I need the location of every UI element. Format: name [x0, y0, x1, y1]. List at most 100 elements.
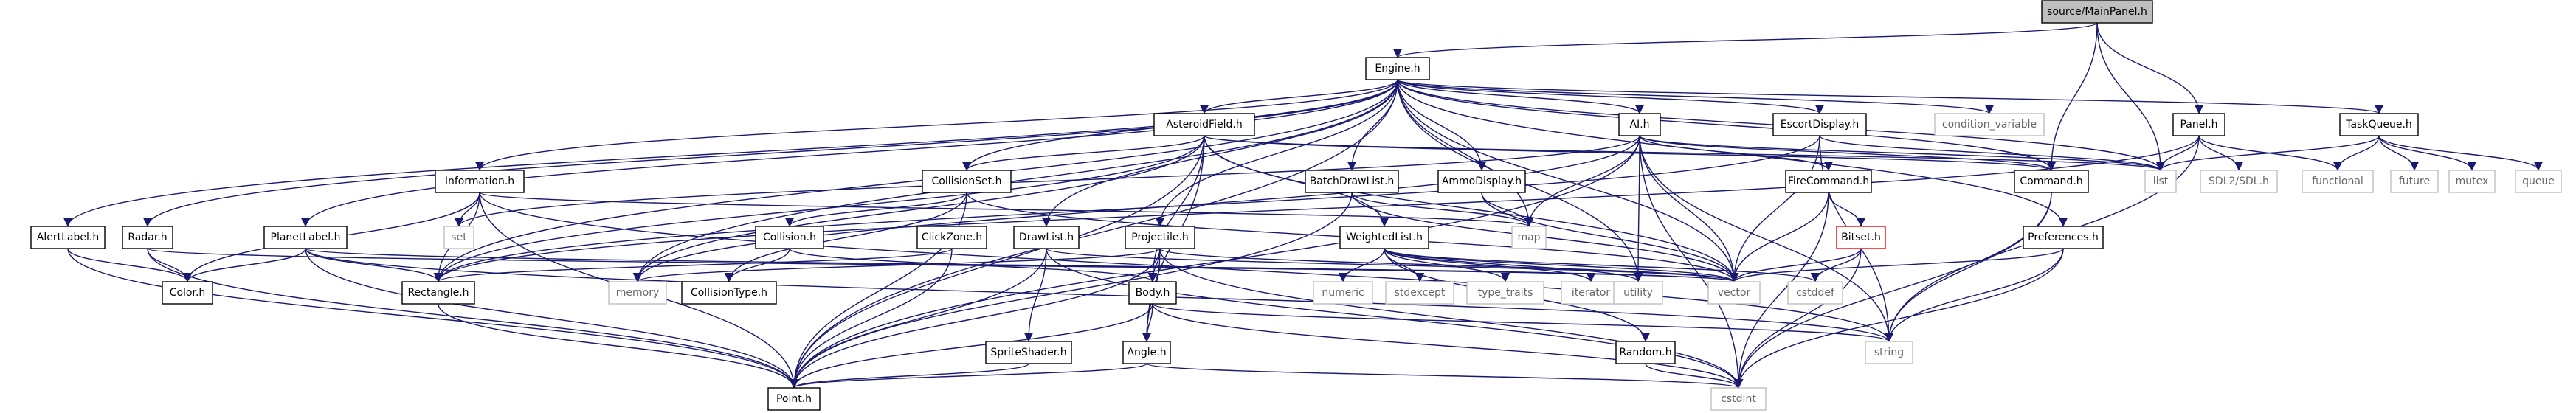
edge-projectile-to-memory	[633, 248, 1161, 282]
edge-taskqueue-to-mutex	[2378, 135, 2477, 171]
node-label: cstddef	[1796, 287, 1835, 299]
node-label: Collision.h	[763, 232, 816, 243]
node-preferences-h[interactable]: Preferences.h	[2023, 226, 2104, 249]
node-label: list	[2153, 176, 2169, 187]
edge-engine-to-memory	[632, 79, 1398, 282]
node-box	[1313, 281, 1373, 305]
edge-engine-to-drawlist	[1041, 79, 1398, 227]
edge-ai-to-vector	[1639, 135, 1739, 282]
node-box	[1128, 281, 1177, 305]
node-box	[985, 341, 1072, 364]
node-drawlist-h[interactable]: DrawList.h	[1013, 226, 1080, 249]
node-label: DrawList.h	[1019, 232, 1074, 243]
node-box	[1785, 170, 1872, 193]
node-box	[1615, 341, 1676, 364]
edge-firecommand-to-cstdint	[1733, 192, 1829, 389]
edge-body-to-cstdint	[1152, 303, 1744, 389]
node-command-h[interactable]: Command.h	[2014, 170, 2089, 193]
node-planetlabel-h[interactable]: PlanetLabel.h	[263, 226, 348, 249]
node-point-h[interactable]: Point.h	[767, 387, 821, 411]
node-ammodisplay-h[interactable]: AmmoDisplay.h	[1437, 170, 1526, 193]
edge-engine-to-asteroidfield	[1199, 79, 1398, 114]
edge-information-to-set	[454, 192, 480, 227]
node-box	[162, 281, 213, 305]
edge-asteroidfield-to-rectangle	[433, 135, 1205, 282]
node-collisiontype-h[interactable]: CollisionType.h	[681, 281, 777, 305]
node-clickzone-h[interactable]: ClickZone.h	[916, 226, 987, 249]
node-ai-h[interactable]: AI.h	[1618, 113, 1661, 136]
edge-engine-to-point	[789, 79, 1398, 389]
node-box	[2041, 0, 2153, 24]
node-label: SDL2/SDL.h	[2209, 176, 2269, 187]
edge-weightedlist-to-numeric	[1338, 248, 1385, 282]
edge-escortdisplay-to-vector	[1729, 135, 1820, 282]
edge-projectile-to-point	[789, 248, 1161, 389]
node-functional: functional	[2302, 170, 2374, 193]
node-label: Preferences.h	[2028, 232, 2099, 243]
node-label: set	[451, 232, 467, 243]
edge-collisionset-to-collisiontype	[724, 192, 967, 282]
node-engine-h[interactable]: Engine.h	[1365, 57, 1430, 80]
node-label: CollisionSet.h	[932, 176, 1002, 187]
node-collisionset-h[interactable]: CollisionSet.h	[922, 170, 1012, 193]
node-spriteshader-h[interactable]: SpriteShader.h	[985, 341, 1072, 364]
node-box	[263, 226, 348, 249]
node-angle-h[interactable]: Angle.h	[1122, 341, 1171, 364]
edge-weightedlist-to-utility	[1384, 248, 1643, 282]
node-label: source/MainPanel.h	[2047, 6, 2147, 18]
node-firecommand-h[interactable]: FireCommand.h	[1785, 170, 1872, 193]
node-information-h[interactable]: Information.h	[435, 170, 525, 193]
node-escortdisplay-h[interactable]: EscortDisplay.h	[1772, 113, 1867, 136]
node-box	[2390, 170, 2439, 193]
node-label: map	[1517, 232, 1540, 243]
node-collision-h[interactable]: Collision.h	[755, 226, 824, 249]
node-asteroidfield-h[interactable]: AsteroidField.h	[1153, 113, 1255, 136]
node-box	[122, 226, 173, 249]
edge-planetlabel-to-string	[305, 248, 1893, 342]
node-random-h[interactable]: Random.h	[1615, 341, 1676, 364]
edge-radar-to-color	[147, 248, 193, 282]
node-batchdrawlist-h[interactable]: BatchDrawList.h	[1305, 170, 1399, 193]
node-box	[1710, 387, 1767, 411]
node-box	[1836, 226, 1886, 249]
node-color-h[interactable]: Color.h	[162, 281, 213, 305]
node-source-mainpanel-h[interactable]: source/MainPanel.h	[2041, 0, 2153, 24]
edge-panel-to-rectangle	[433, 135, 2200, 282]
edge-mainpanel-to-command	[2046, 22, 2098, 171]
edge-spriteshader-to-point	[789, 363, 1029, 389]
node-box	[1613, 281, 1663, 305]
edge-bitset-to-cstddef	[1810, 248, 1862, 282]
node-label: WeightedList.h	[1346, 232, 1423, 243]
node-set: set	[443, 226, 474, 249]
edge-weightedlist-to-cstddef	[1384, 248, 1820, 282]
node-label: Panel.h	[2180, 119, 2217, 131]
node-box	[2014, 170, 2089, 193]
node-type-traits: type_traits	[1466, 281, 1544, 305]
node-box	[2339, 113, 2419, 136]
edge-taskqueue-to-future	[2378, 135, 2420, 171]
node-box	[2023, 226, 2104, 249]
node-stdexcept: stdexcept	[1385, 281, 1454, 305]
edge-batchdrawlist-to-point	[789, 192, 1353, 389]
node-label: Body.h	[1136, 287, 1170, 299]
node-alertlabel-h[interactable]: AlertLabel.h	[30, 226, 106, 249]
node-label: condition_variable	[1942, 119, 2037, 131]
node-utility: utility	[1613, 281, 1663, 305]
node-radar-h[interactable]: Radar.h	[122, 226, 173, 249]
node-projectile-h[interactable]: Projectile.h	[1125, 226, 1195, 249]
node-weightedlist-h[interactable]: WeightedList.h	[1339, 226, 1429, 249]
edge-asteroidfield-to-collisionset	[961, 135, 1205, 171]
edge-rectangle-to-point	[438, 303, 799, 389]
node-rectangle-h[interactable]: Rectangle.h	[401, 281, 475, 305]
node-body-h[interactable]: Body.h	[1128, 281, 1177, 305]
edge-weightedlist-to-vector	[1384, 248, 1739, 282]
node-string: string	[1865, 341, 1913, 364]
node-label: BatchDrawList.h	[1310, 176, 1395, 187]
node-panel-h[interactable]: Panel.h	[2172, 113, 2225, 136]
node-box	[1618, 113, 1661, 136]
node-label: iterator	[1572, 287, 1610, 299]
edge-drawlist-to-vector	[1046, 248, 1738, 282]
node-vector: vector	[1707, 281, 1761, 305]
node-taskqueue-h[interactable]: TaskQueue.h	[2339, 113, 2419, 136]
node-bitset-h[interactable]: Bitset.h	[1836, 226, 1886, 249]
